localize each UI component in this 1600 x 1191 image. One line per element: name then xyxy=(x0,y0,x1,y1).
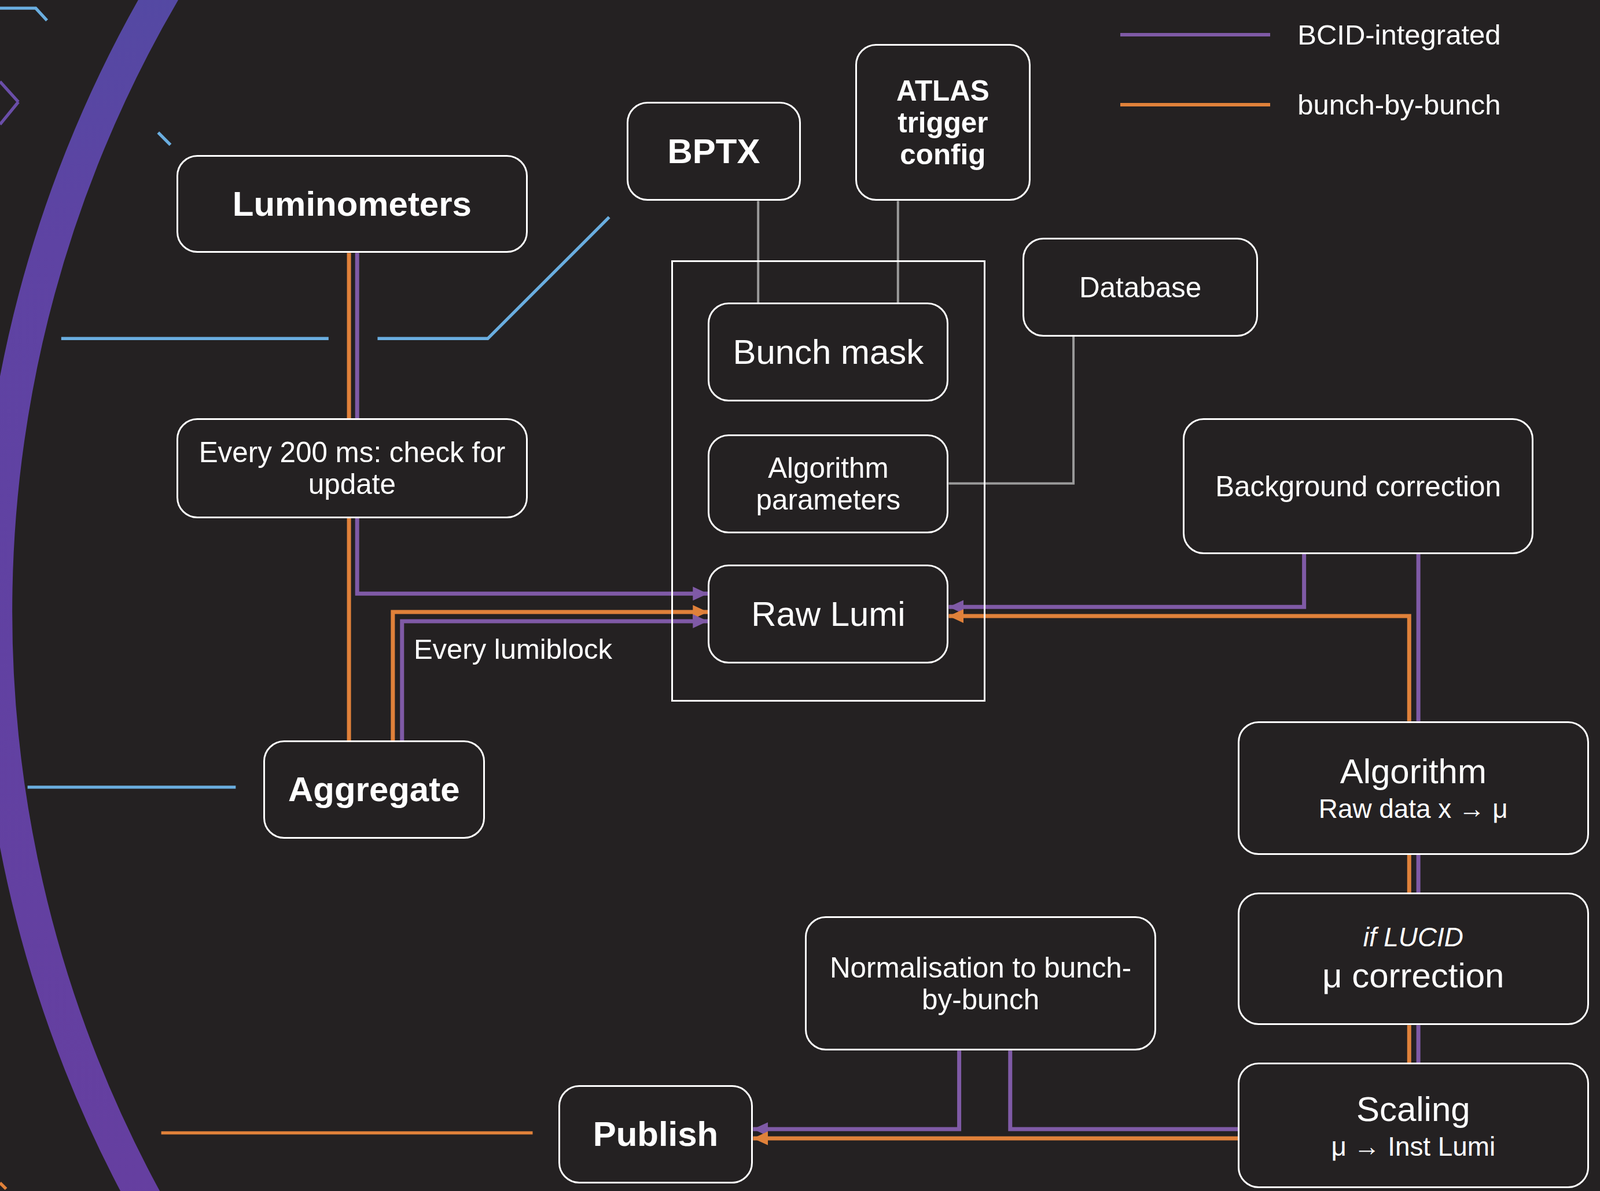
box-title: BPTX xyxy=(667,131,761,171)
process-box: Algorithm parameters xyxy=(707,434,949,534)
box-title: if LUCID xyxy=(1363,922,1464,953)
process-box: BPTX xyxy=(626,101,802,201)
accent-line xyxy=(61,337,329,341)
box-subtitle: μ correction xyxy=(1322,956,1504,996)
connector xyxy=(752,1050,959,1130)
process-box: Raw Lumi xyxy=(707,564,949,664)
accent-line xyxy=(0,81,19,102)
box-subtitle: μ → Inst Lumi xyxy=(1330,1132,1496,1162)
legend-entry: bunch-by-bunch xyxy=(1120,88,1501,121)
connector xyxy=(402,621,709,741)
process-box: Scalingμ → Inst Lumi xyxy=(1237,1063,1590,1189)
process-box: Normalisation to bunch-by-bunch xyxy=(804,916,1157,1052)
connector xyxy=(1416,855,1421,893)
accent-line xyxy=(0,101,19,125)
box-title: Bunch mask xyxy=(732,332,924,372)
connector xyxy=(896,200,900,303)
connector xyxy=(756,200,760,303)
connector xyxy=(948,616,1410,722)
box-title: Database xyxy=(1079,271,1202,304)
box-title: Aggregate xyxy=(288,770,460,809)
box-title: Scaling xyxy=(1356,1090,1471,1129)
accent-line xyxy=(161,1131,533,1135)
process-box: Bunch mask xyxy=(707,302,949,402)
connector xyxy=(1407,855,1412,893)
box-title: Publish xyxy=(593,1115,719,1154)
box-title: Luminometers xyxy=(232,184,472,224)
process-box: Background correction xyxy=(1182,418,1535,555)
legend-entry: BCID-integrated xyxy=(1120,18,1501,51)
box-title: Normalisation to bunch-by-bunch xyxy=(819,951,1142,1017)
box-title: Raw Lumi xyxy=(751,594,906,634)
connector xyxy=(1010,1050,1238,1130)
box-subtitle: Raw data x → μ xyxy=(1318,794,1508,825)
process-box: if LUCIDμ correction xyxy=(1237,892,1590,1026)
connector xyxy=(752,1136,1238,1141)
box-title: ATLAS trigger config xyxy=(869,74,1017,171)
connector xyxy=(948,336,1074,484)
connector xyxy=(1407,1025,1412,1064)
legend-swatch xyxy=(1120,103,1271,107)
process-box: AlgorithmRaw data x → μ xyxy=(1237,721,1590,856)
process-box: Aggregate xyxy=(263,740,485,839)
accent-line xyxy=(157,132,171,145)
group-frame: Bunch maskAlgorithm parametersRaw Lumi xyxy=(671,260,986,703)
legend-text: bunch-by-bunch xyxy=(1297,88,1501,121)
connector xyxy=(948,554,1304,608)
process-box: ATLAS trigger config xyxy=(855,43,1031,202)
accent-line xyxy=(0,8,47,21)
process-box: Every 200 ms: check for update xyxy=(176,418,528,519)
process-box: Publish xyxy=(558,1085,754,1184)
box-title: Algorithm xyxy=(1340,752,1487,792)
legend-text: BCID-integrated xyxy=(1297,18,1501,51)
box-title: Algorithm parameters xyxy=(722,451,934,517)
connector xyxy=(355,252,360,419)
box-title: Every 200 ms: check for update xyxy=(190,436,514,501)
connector xyxy=(357,518,708,594)
connector xyxy=(392,612,708,741)
process-box: Database xyxy=(1022,237,1259,337)
box-title: Background correction xyxy=(1215,470,1502,503)
connector xyxy=(1416,1025,1421,1064)
accent-line xyxy=(0,1183,7,1190)
legend-swatch xyxy=(1120,32,1271,37)
edge-label: Every lumiblock xyxy=(410,633,616,666)
connector xyxy=(1416,554,1421,722)
process-box: Luminometers xyxy=(176,155,528,253)
accent-line xyxy=(27,785,237,789)
